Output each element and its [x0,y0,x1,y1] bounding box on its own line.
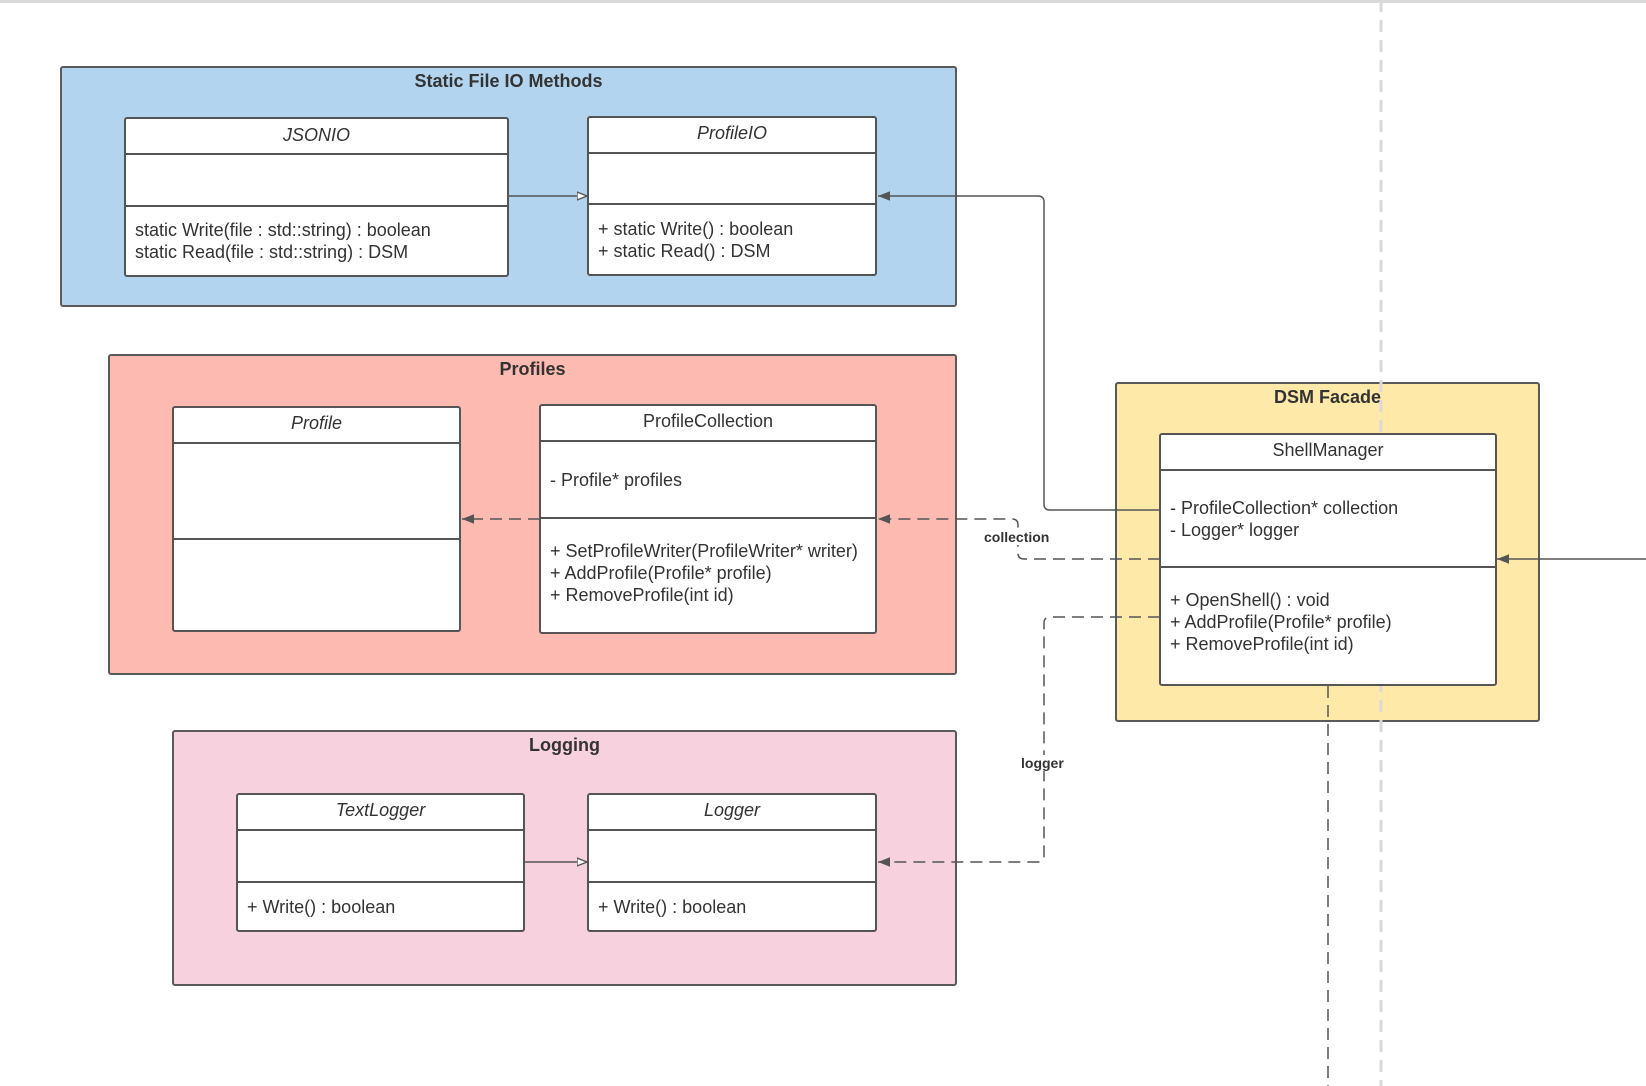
class-operations: + Write() : boolean [238,883,523,930]
operation: + Write() : boolean [598,896,747,917]
class-profile-collection[interactable]: ProfileCollection - Profile* profiles + … [539,404,877,634]
operation: + RemoveProfile(int id) [1170,634,1354,654]
class-attributes [174,444,459,540]
class-attributes: - Profile* profiles [541,442,875,519]
class-operations [174,540,459,630]
shellmanager-to-profileio-edge [878,191,1160,511]
attribute: - Logger* logger [1170,519,1300,540]
class-jsonio[interactable]: JSONIO static Write(file : std::string) … [124,117,509,277]
package-title: Logging [529,735,600,755]
class-name: TextLogger [238,795,523,831]
class-attributes [238,831,523,883]
attribute: - ProfileCollection* collection [1170,497,1399,518]
collection-edge-label: collection [982,529,1052,545]
class-operations: + Write() : boolean [589,883,875,930]
class-operations: + SetProfileWriter(ProfileWriter* writer… [541,519,875,632]
operation: + RemoveProfile(int id) [550,585,734,605]
class-attributes: - ProfileCollection* collection - Logger… [1161,471,1495,568]
logger-edge-label: logger [1019,755,1066,771]
class-name: ProfileCollection [541,406,875,442]
package-title: DSM Facade [1273,387,1382,407]
operation: static Write(file : std::string) : boole… [135,220,431,240]
operation: + AddProfile(Profile* profile) [1170,612,1392,632]
class-attributes [589,831,875,883]
class-attributes [126,155,507,207]
class-attributes [589,154,875,205]
class-operations: static Write(file : std::string) : boole… [126,207,507,275]
package-title: Static File IO Methods [414,71,603,91]
class-operations: + OpenShell() : void + AddProfile(Profil… [1161,568,1495,684]
class-name: ShellManager [1161,435,1495,471]
logger-edge [878,616,1160,867]
class-profile[interactable]: Profile [172,406,461,632]
class-name: ProfileIO [589,118,875,154]
attribute: - Profile* profiles [550,469,683,490]
class-text-logger[interactable]: TextLogger + Write() : boolean [236,793,525,932]
class-shell-manager[interactable]: ShellManager - ProfileCollection* collec… [1159,433,1497,686]
operation: + SetProfileWriter(ProfileWriter* writer… [550,541,858,561]
operation: + OpenShell() : void [1170,590,1330,610]
class-name: JSONIO [126,119,507,155]
operation: + static Write() : boolean [598,218,794,239]
package-title: Profiles [499,359,566,379]
operation: + AddProfile(Profile* profile) [550,563,772,583]
class-logger[interactable]: Logger + Write() : boolean [587,793,877,932]
class-name: Logger [589,795,875,831]
top-border [0,0,1646,3]
class-operations: + static Write() : boolean + static Read… [589,205,875,274]
operation: + static Read() : DSM [598,240,771,261]
class-profileio[interactable]: ProfileIO + static Write() : boolean + s… [587,116,877,276]
operation: static Read(file : std::string) : DSM [135,242,409,262]
class-name: Profile [174,408,459,444]
operation: + Write() : boolean [247,896,396,917]
